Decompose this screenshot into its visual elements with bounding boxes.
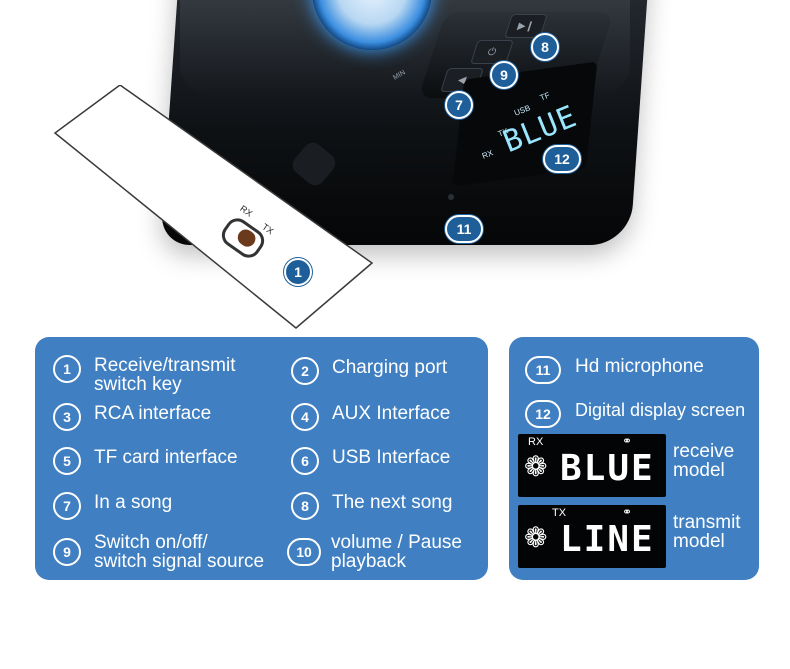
lcd-display-text: BLUE [560,448,655,489]
legend-label: USB Interface [332,447,451,468]
legend-label: Switch on/off/ switch signal source [94,532,265,572]
microphone-hole [448,194,454,200]
legend-num: 11 [525,356,561,384]
legend-num: 7 [53,492,81,520]
legend-label: TF card interface [94,447,238,468]
legend-item-6: 6 USB Interface [291,447,450,475]
legend-label: Charging port [332,357,448,378]
legend-panel-left: 1 Receive/transmit switch key 2 Charging… [35,337,488,580]
mode-caption: receive model [673,441,735,481]
callout-7: 7 [445,91,473,119]
legend-num: 12 [525,400,561,428]
legend-label: RCA interface [94,403,212,424]
legend-label: Receive/transmit switch key [94,355,236,395]
legend-item-5: 5 TF card interface [53,447,238,475]
legend-panel-right: 11 Hd microphone 12 Digital display scre… [509,337,759,580]
callout-1: 1 [284,258,312,286]
legend-item-1: 1 Receive/transmit switch key [53,355,236,394]
legend-label: The next song [332,492,453,513]
legend-label: volume / Pause playback [331,532,462,572]
legend-item-7: 7 In a song [53,492,172,520]
legend-item-2: 2 Charging port [291,357,447,385]
legend-item-8: 8 The next song [291,492,452,520]
legend-label: In a song [94,492,173,513]
callout-9: 9 [490,61,518,89]
legend-num: 1 [53,355,81,383]
link-icon: ⚭ [622,434,633,448]
flower-icon: ❁ [524,451,548,482]
link-icon: ⚭ [622,505,633,519]
paper-insert [53,85,374,329]
legend-num: 2 [291,357,319,385]
legend-num: 5 [53,447,81,475]
legend-num: 4 [291,403,319,431]
lcd-mode-indicator: TX [552,507,567,519]
legend-item-4: 4 AUX Interface [291,403,450,431]
lcd-display-text: LINE [560,519,655,560]
legend-item-9: 9 Switch on/off/ switch signal source [53,532,264,571]
mode-caption: transmit model [673,512,741,552]
legend-num: 9 [53,538,81,566]
legend-item-12: 12 Digital display screen [525,400,745,428]
legend-num: 8 [291,492,319,520]
callout-12: 12 [543,145,581,173]
flower-icon: ❁ [524,522,548,553]
legend-num: 6 [291,447,319,475]
legend-label: Hd microphone [575,356,704,377]
legend-num: 3 [53,403,81,431]
callout-11: 11 [445,215,483,243]
callout-8: 8 [531,33,559,61]
legend-item-3: 3 RCA interface [53,403,211,431]
legend-num: 10 [287,538,321,566]
legend-label: Digital display screen [575,400,746,420]
legend-item-10: 10 volume / Pause playback [287,532,462,571]
legend-item-11: 11 Hd microphone [525,356,704,384]
lcd-mode-indicator: RX [528,436,544,448]
legend-label: AUX Interface [332,403,451,424]
lcd-transmit-mode: TX ⚭ ❁ LINE [518,505,666,568]
lcd-receive-mode: RX ⚭ ❁ BLUE [518,434,666,497]
